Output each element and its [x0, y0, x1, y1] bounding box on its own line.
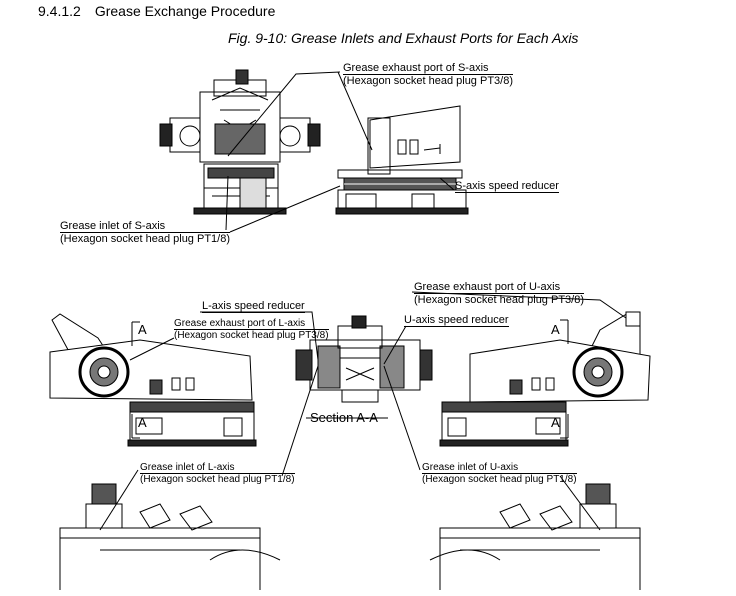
- label-s-inlet: Grease inlet of S-axis (Hexagon socket h…: [60, 220, 230, 245]
- leader-s-exhaust: [227, 71, 341, 157]
- label-u-inlet: Grease inlet of U-axis (Hexagon socket h…: [422, 462, 577, 485]
- front-view-s-axis: [159, 69, 321, 215]
- label-l-reducer: L-axis speed reducer: [202, 300, 305, 313]
- side-view-l-axis: [49, 313, 257, 447]
- label-l-inlet: Grease inlet of L-axis (Hexagon socket h…: [140, 462, 295, 485]
- section-mark-a-top-right: A: [551, 322, 560, 337]
- side-view-u-axis: [439, 311, 651, 447]
- detail-l-axis-inlet: [59, 483, 281, 590]
- section-mark-a-top-left: A: [138, 322, 147, 337]
- section-mark-a-bottom-right: A: [551, 415, 560, 430]
- label-l-exhaust: Grease exhaust port of L-axis (Hexagon s…: [174, 318, 329, 341]
- section-number: 9.4.1.2: [38, 3, 81, 19]
- label-s-exhaust: Grease exhaust port of S-axis (Hexagon s…: [343, 62, 513, 87]
- section-heading: 9.4.1.2 Grease Exchange Procedure: [38, 3, 275, 19]
- section-mark-a-bottom-left: A: [138, 415, 147, 430]
- label-u-reducer: U-axis speed reducer: [404, 314, 509, 327]
- label-section-a-a: Section A-A: [310, 410, 378, 425]
- section-title: Grease Exchange Procedure: [94, 3, 276, 19]
- label-s-reducer: S-axis speed reducer: [455, 180, 559, 193]
- side-view-s-axis: [335, 105, 469, 215]
- figure-caption: Fig. 9-10: Grease Inlets and Exhaust Por…: [228, 30, 579, 46]
- detail-u-axis-inlet: [429, 483, 641, 590]
- section-a-a-view: [295, 315, 433, 403]
- label-u-exhaust: Grease exhaust port of U-axis (Hexagon s…: [414, 281, 584, 306]
